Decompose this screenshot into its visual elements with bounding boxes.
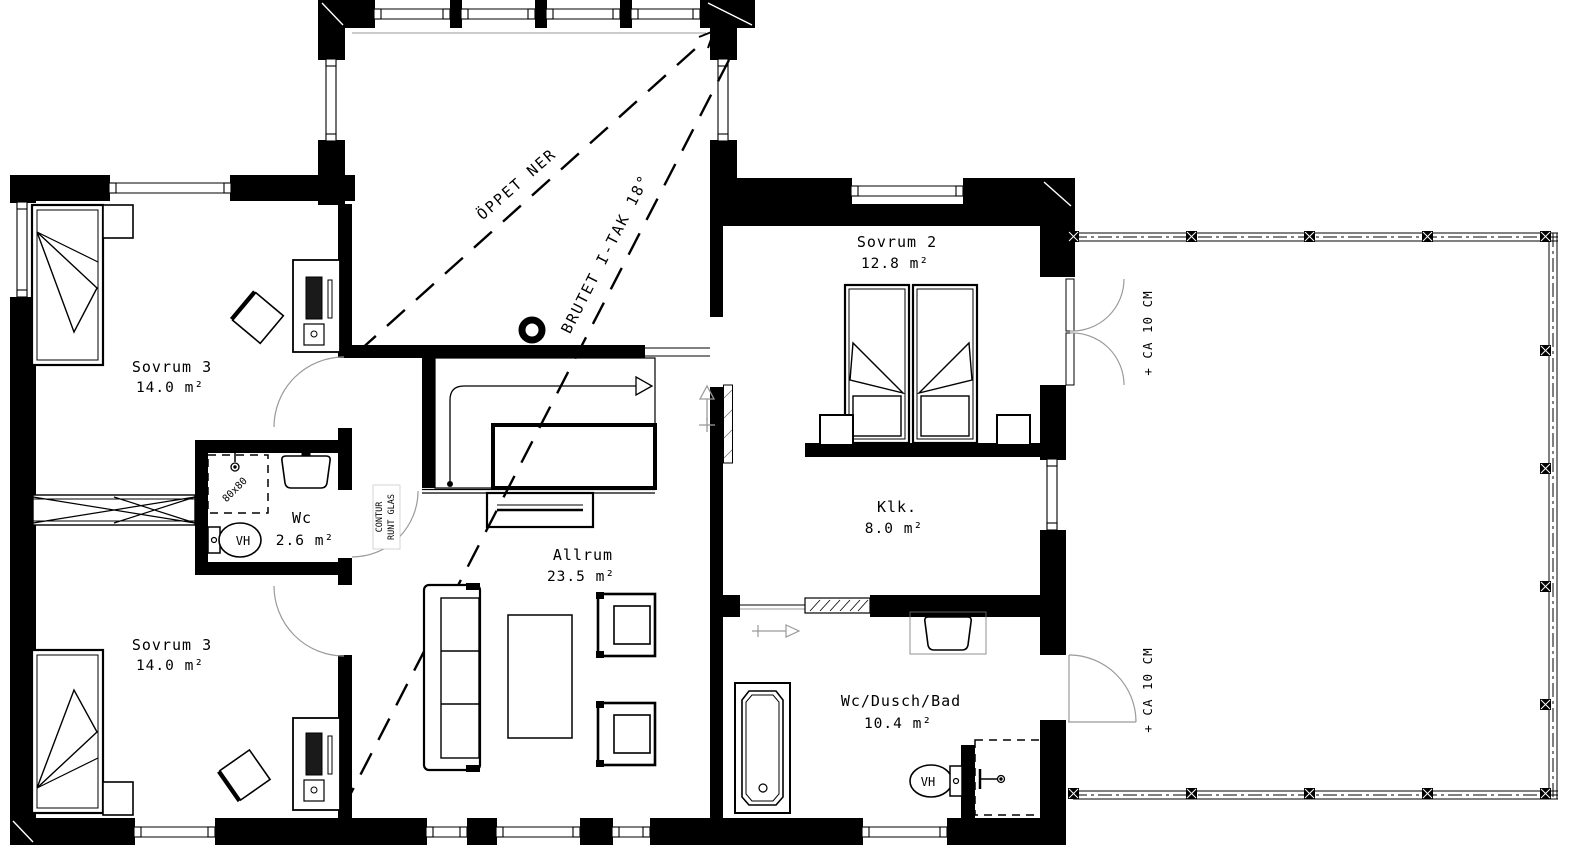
terrace-level-note: + CA 10 CM [1140,290,1155,375]
glass-door-note: CONTUR RUNT GLAS [372,484,401,550]
room-area-sovrum3-bottom: 14.0 m² [136,658,204,674]
room-label-klk: Klk. [877,498,917,516]
room-area-sovrum3-top: 14.0 m² [136,380,204,396]
stair-up-arrow [698,384,716,432]
terrace-level-note: + CA 10 CM [1140,647,1155,732]
window [717,58,729,142]
nightstand [102,781,134,816]
sliding-door-bath [740,597,871,638]
walls [10,0,1075,845]
window [1046,458,1058,531]
door-terrace-south [1068,654,1137,723]
furniture-sovrum2 [819,283,1031,446]
toilet [909,764,963,798]
fixtures-bad: VH [734,611,1045,816]
sink [281,451,331,489]
window [850,185,964,197]
column [518,316,546,344]
french-doors-terrace [1065,278,1125,386]
tv-bench [485,491,595,529]
stair-direction-line [449,385,636,484]
window [108,182,232,194]
terrace-railing [1073,232,1558,800]
window [495,826,581,838]
room-area-allrum: 23.5 m² [547,569,615,585]
room-label-bad: Wc/Dusch/Bad [841,692,961,710]
room-label-sovrum3-top: Sovrum 3 [132,358,212,376]
window [16,201,28,298]
window [545,8,621,20]
bed [30,203,105,367]
sofa [422,583,482,772]
desk-chair [217,748,272,803]
door-sovrum3-bottom [273,585,345,657]
room-area-sovrum2: 12.8 m² [861,256,929,272]
open-below-label: ÖPPET NER [473,144,560,223]
window [861,826,948,838]
furniture-allrum [422,583,657,772]
door-sovrum3-top [273,356,345,428]
window [425,826,468,838]
toilet-tag: VH [236,534,250,548]
window [133,826,216,838]
desk [292,717,341,811]
toilet-tag: VH [921,775,935,789]
desk [292,259,341,353]
svg-text:RUNT GLAS: RUNT GLAS [387,494,397,540]
shower-head [978,769,1006,789]
stair-arrow-head [635,375,654,397]
nightstand [819,414,854,446]
furniture-sovrum3-bottom [30,648,341,816]
room-labels: Sovrum 3 14.0 m² Sovrum 3 14.0 m² Wc 2.6… [132,233,961,732]
room-label-wc: Wc [292,509,312,527]
sink [909,611,987,655]
window [325,58,337,142]
ceiling-break-label: BRUTET I-TAK 18° [557,171,653,336]
shower-size-label: 80x80 [221,476,250,505]
ceiling-break-line [348,59,731,796]
wardrobe [32,494,196,526]
room-label-sovrum2: Sovrum 2 [857,233,937,251]
doors [273,278,1137,723]
window [630,8,701,20]
double-bed [843,283,979,445]
bed [30,648,105,815]
shower-area [207,454,269,514]
shower-head [228,448,242,472]
room-area-klk: 8.0 m² [865,521,923,537]
desk-chair [229,290,285,345]
shower-area [974,739,1045,816]
terrace: + CA 10 CM + CA 10 CM [1067,230,1558,800]
toilet [207,522,262,558]
coffee-table [507,614,573,739]
open-below-line [357,39,706,353]
furniture-sovrum3-top [30,203,341,367]
bathtub [734,682,791,814]
staircase [422,347,716,529]
room-label-sovrum3-bottom: Sovrum 3 [132,636,212,654]
window [611,826,651,838]
nightstand [102,204,134,239]
armchair [596,592,657,658]
window [373,8,451,20]
window [460,8,536,20]
armchair [596,701,657,767]
svg-text:CONTUR: CONTUR [375,501,385,533]
windows [16,8,1058,838]
room-area-wc: 2.6 m² [276,533,334,549]
nightstand [996,414,1031,446]
room-area-bad: 10.4 m² [864,716,932,732]
sliding-door-sovrum2 [723,384,733,464]
room-label-allrum: Allrum [553,546,613,564]
